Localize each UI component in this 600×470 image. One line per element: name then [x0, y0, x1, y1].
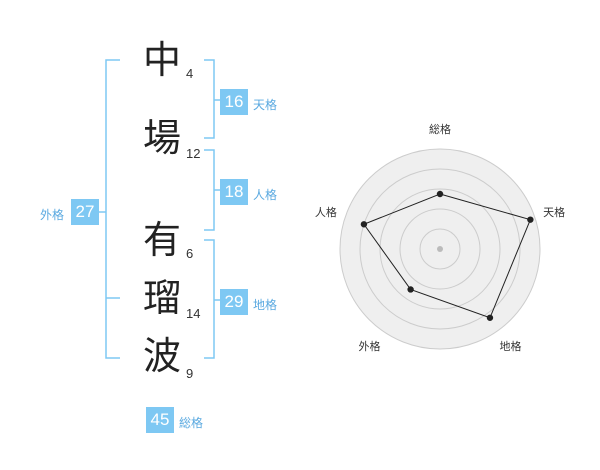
- tenkaku-bracket: [204, 59, 215, 139]
- chikaku-label: 地格: [253, 298, 278, 312]
- radar-point-5: [360, 221, 368, 228]
- radar-axis-label-5: 人格: [315, 205, 337, 219]
- tenkaku-label: 天格: [253, 98, 278, 112]
- name-char-5: 波: [142, 334, 181, 378]
- gaikaku-value: 27: [71, 199, 99, 225]
- radar-axis-label-1: 総格: [429, 122, 451, 136]
- gaikaku-label: 外格: [40, 208, 65, 222]
- name-char-1: 中: [142, 38, 181, 82]
- stroke-count-3: 6: [186, 246, 194, 261]
- radar-axis-label-3: 地格: [500, 339, 522, 353]
- tenkaku-value: 16: [220, 89, 248, 115]
- radar-polygon: [363, 193, 532, 319]
- radar-ring-3: [399, 208, 481, 290]
- radar-axis-label-2: 天格: [543, 205, 565, 219]
- radar-axis-label-4: 外格: [358, 339, 380, 353]
- soukaku-label: 総格: [179, 416, 204, 430]
- chikaku-value: 29: [220, 289, 248, 315]
- jinkaku-value: 18: [220, 179, 248, 205]
- stroke-count-2: 12: [186, 146, 201, 161]
- radar-center-dot: [437, 246, 443, 252]
- stroke-count-5: 9: [186, 366, 194, 381]
- radar-ring-2: [379, 188, 501, 310]
- jinkaku-label: 人格: [253, 188, 278, 202]
- name-char-3: 有: [142, 218, 181, 262]
- radar-point-4: [407, 286, 414, 293]
- name-char-2: 場: [142, 116, 181, 160]
- chikaku-bracket: [204, 239, 215, 359]
- gaikaku-bracket: [105, 59, 120, 359]
- stroke-count-4: 14: [186, 306, 201, 321]
- name-char-4: 瑠: [142, 276, 181, 320]
- radar-point-2: [527, 216, 534, 223]
- radar-ring-4: [419, 228, 461, 270]
- soukaku-value: 45: [146, 407, 174, 433]
- radar-ring-1: [359, 168, 521, 330]
- radar-point-1: [436, 190, 444, 198]
- radar-point-3: [486, 314, 494, 321]
- stroke-count-1: 4: [186, 66, 194, 81]
